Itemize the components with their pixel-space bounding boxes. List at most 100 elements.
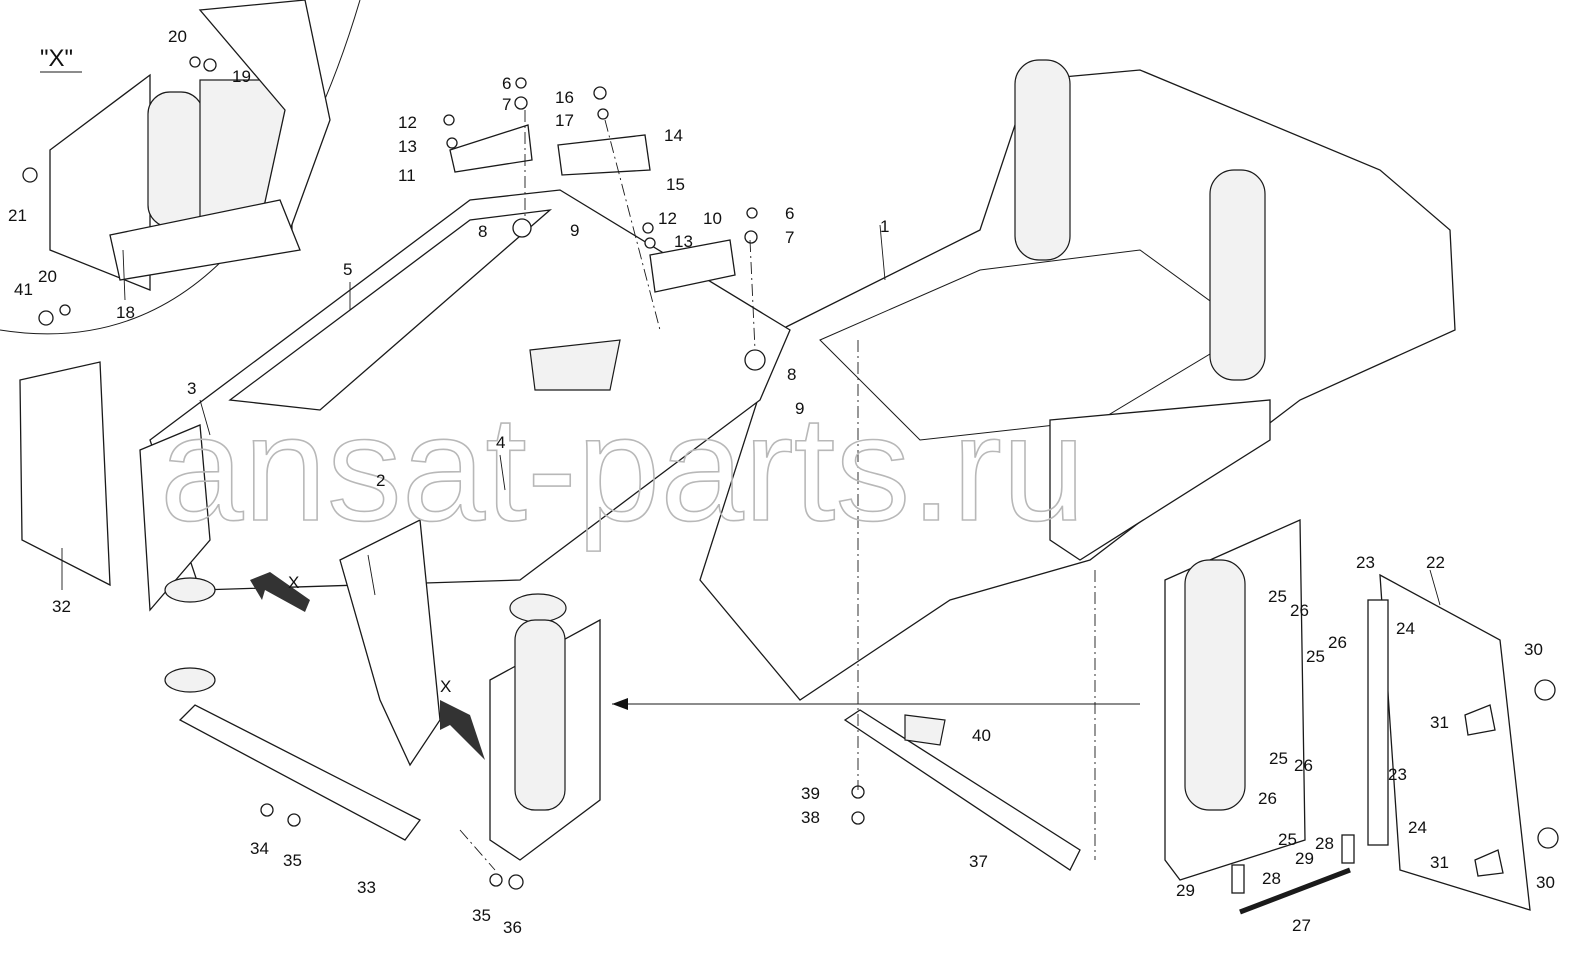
part-label-40: 40 (972, 726, 991, 745)
side-cover-3 (139, 424, 211, 612)
pin-28b (1341, 834, 1355, 864)
part-label-31b: 31 (1430, 853, 1449, 872)
part-label-25c: 25 (1269, 749, 1288, 768)
plate-11 (449, 124, 533, 173)
part-label-20a: 20 (168, 27, 187, 46)
main-frame (699, 59, 1456, 701)
shield-32 (19, 361, 111, 587)
shield-22 (1379, 573, 1531, 911)
part-labels: 1 2 3 4 5 6 6 7 7 8 8 9 9 10 11 12 12 13… (8, 27, 1555, 937)
king-pin-top (164, 577, 216, 603)
part-label-23b: 23 (1388, 765, 1407, 784)
part-label-13b: 13 (674, 232, 693, 251)
filter-40 (904, 714, 946, 746)
part-label-25a: 25 (1268, 587, 1287, 606)
part-label-10: 10 (703, 209, 722, 228)
pillar-cylinder (514, 619, 566, 811)
frame-crossbeam (1049, 399, 1271, 561)
detail-washer-20b (189, 56, 201, 68)
detail-rod (109, 199, 301, 281)
latch-31b (1474, 849, 1504, 877)
detail-view-x: "X" (0, 0, 361, 335)
detail-cylinder (147, 91, 204, 228)
part-label-34: 34 (250, 839, 269, 858)
part-label-41: 41 (14, 280, 33, 299)
arrow-head-icon (612, 698, 628, 710)
detail-view-label: "X" (40, 45, 73, 72)
part-label-6a: 6 (502, 74, 511, 93)
part-label-35a: 35 (283, 851, 302, 870)
part-label-16: 16 (555, 88, 574, 107)
part-label-28a: 28 (1262, 869, 1281, 888)
frame-column-right (1209, 169, 1266, 381)
part-label-19: 19 (232, 67, 251, 86)
part-label-37: 37 (969, 852, 988, 871)
part-label-24a: 24 (1396, 619, 1415, 638)
part-label-35b: 35 (472, 906, 491, 925)
part-label-4: 4 (496, 433, 505, 452)
side-cover-2 (339, 518, 441, 767)
left-pillar (19, 361, 601, 861)
right-pillar (1164, 519, 1531, 911)
boom-body (149, 189, 791, 591)
part-label-15: 15 (666, 175, 685, 194)
part-label-29a: 29 (1176, 881, 1195, 900)
part-label-1: 1 (880, 217, 889, 236)
part-label-18: 18 (116, 303, 135, 322)
part-label-33: 33 (357, 878, 376, 897)
part-label-7b: 7 (785, 228, 794, 247)
part-label-6b: 6 (785, 204, 794, 223)
center-lines (459, 110, 1096, 871)
rail-37 (843, 709, 1081, 871)
cover-5 (228, 209, 553, 411)
part-label-38: 38 (801, 808, 820, 827)
leader-lines (61, 224, 1441, 606)
part-label-7a: 7 (502, 95, 511, 114)
part-label-17: 17 (555, 111, 574, 130)
pin-28a (1231, 864, 1245, 894)
detail-washer-20 (59, 304, 71, 316)
lock-30b (1537, 827, 1559, 849)
part-label-8b: 8 (787, 365, 796, 384)
latch-31a (1464, 704, 1496, 736)
boom-opening (529, 339, 621, 391)
detail-bolt-19 (203, 58, 217, 72)
part-label-5: 5 (343, 260, 352, 279)
part-label-25d: 25 (1278, 830, 1297, 849)
part-label-3: 3 (187, 379, 196, 398)
part-label-29b: 29 (1295, 849, 1314, 868)
part-label-26c: 26 (1294, 756, 1313, 775)
arrow-x-left-icon (250, 572, 310, 612)
pillar-right-cylinder (1184, 559, 1246, 811)
detail-bolt-21 (22, 167, 38, 183)
tie-rod-33 (178, 704, 421, 841)
part-label-36: 36 (503, 918, 522, 937)
lower-parts (178, 679, 1559, 915)
part-label-9a: 9 (570, 221, 579, 240)
boom-assembly (139, 189, 791, 767)
part-label-24b: 24 (1408, 818, 1427, 837)
part-label-21: 21 (8, 206, 27, 225)
lock-30a (1534, 679, 1556, 701)
part-label-39: 39 (801, 784, 820, 803)
part-label-30a: 30 (1524, 640, 1543, 659)
hinge-strip-24 (1367, 599, 1389, 846)
frame-column-left (1014, 59, 1071, 261)
fasteners (260, 77, 865, 890)
part-label-31a: 31 (1430, 713, 1449, 732)
part-label-26a: 26 (1290, 601, 1309, 620)
plate-10 (649, 239, 736, 293)
view-arrows: X X (250, 572, 1140, 760)
pivot-ring (509, 593, 567, 623)
part-label-13a: 13 (398, 137, 417, 156)
part-label-26d: 26 (1258, 789, 1277, 808)
part-label-20b: 20 (38, 267, 57, 286)
part-label-27: 27 (1292, 916, 1311, 935)
arrow-x-right-icon (440, 700, 485, 760)
arrow-x-right-label: X (440, 677, 451, 696)
part-label-26b: 26 (1328, 633, 1347, 652)
part-label-32: 32 (52, 597, 71, 616)
pad-14 (557, 134, 651, 176)
part-label-2: 2 (376, 471, 385, 490)
